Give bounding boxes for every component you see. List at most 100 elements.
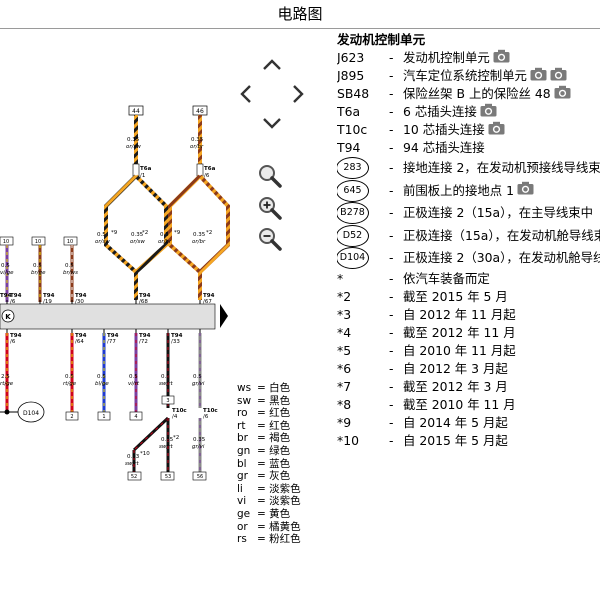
twisted-wire-or-br[interactable] bbox=[168, 174, 202, 300]
edge-connector-label: T94 bbox=[0, 293, 12, 299]
wire-color: sw/rt bbox=[159, 381, 173, 387]
wire-gauge: 0.5 bbox=[160, 232, 169, 238]
wire-gauge: 0.5 bbox=[193, 374, 202, 380]
component-description: 前围板上的接地点 1 bbox=[403, 180, 534, 203]
row-dash: - bbox=[389, 205, 394, 220]
terminal-box[interactable] bbox=[160, 471, 175, 481]
terminal-box[interactable] bbox=[65, 411, 79, 421]
pan-left-icon[interactable] bbox=[235, 83, 257, 105]
wire-gauge: 0.5 bbox=[65, 374, 74, 380]
wire-color: gr/vi bbox=[192, 444, 205, 450]
row-dash: - bbox=[389, 140, 394, 155]
wire-color: br/ws bbox=[63, 270, 78, 276]
legend-row: bl= 蓝色 bbox=[237, 458, 332, 471]
component-code: *8 bbox=[337, 396, 352, 412]
legend-equals: = bbox=[257, 432, 270, 445]
legend-equals: = bbox=[257, 444, 270, 457]
wire-color: rt/ge bbox=[0, 381, 14, 387]
ecu-bar-j623[interactable] bbox=[0, 303, 216, 330]
component-code: *2 bbox=[337, 288, 352, 304]
wire-gauge: 0.13 bbox=[127, 454, 140, 460]
wiring-diagram[interactable]: 44 46 0.35 or/sw 0.35 or/br T6a /1 T6a /… bbox=[0, 30, 232, 490]
terminal-label: 3 bbox=[166, 398, 169, 404]
legend-abbr: rt bbox=[237, 419, 246, 432]
component-description: 发动机控制单元 bbox=[403, 49, 510, 68]
ground-point-d104[interactable] bbox=[17, 401, 45, 423]
component-code: *7 bbox=[337, 378, 352, 394]
component-code: *9 bbox=[337, 414, 352, 430]
camera-icon[interactable] bbox=[480, 103, 497, 122]
camera-icon[interactable] bbox=[554, 85, 571, 104]
component-description-text: 发动机控制单元 bbox=[403, 50, 490, 65]
component-description: 正极连接 2（15a），在主导线束中 bbox=[403, 202, 593, 225]
twisted-wire-or-sw[interactable] bbox=[134, 174, 168, 274]
camera-icon[interactable] bbox=[530, 67, 547, 86]
connector-pin: /67 bbox=[203, 299, 212, 305]
wire-color: bl/ge bbox=[95, 381, 109, 387]
twisted-wire-or-br[interactable] bbox=[198, 174, 230, 274]
legend-equals: = bbox=[257, 407, 270, 420]
fuse-label: 10 bbox=[67, 239, 73, 245]
title-divider bbox=[0, 28, 600, 29]
connector-t6a[interactable] bbox=[132, 163, 140, 177]
component-description: 保险丝架 B 上的保险丝 48 bbox=[403, 85, 571, 104]
terminal-box[interactable] bbox=[127, 471, 142, 481]
component-description-text: 自 2012 年 11 月起 bbox=[403, 306, 516, 322]
component-row: *8-截至 2010 年 11 月 bbox=[337, 396, 600, 414]
legend-equals: = bbox=[257, 457, 270, 470]
terminal-box[interactable] bbox=[97, 411, 111, 421]
connector-label: T94 bbox=[107, 333, 119, 339]
camera-icon[interactable] bbox=[550, 67, 567, 86]
component-row: SB48-保险丝架 B 上的保险丝 48 bbox=[337, 85, 600, 103]
component-description: 自 2010 年 11 月起 bbox=[403, 342, 516, 360]
pan-up-icon[interactable] bbox=[261, 54, 283, 76]
connector-pin: /64 bbox=[75, 339, 84, 345]
component-code: *10 bbox=[337, 432, 359, 448]
edge-arrow-icon[interactable] bbox=[220, 304, 228, 328]
component-description: 6 芯插头连接 bbox=[403, 103, 497, 122]
wire-color: sw/rt bbox=[159, 444, 173, 450]
legend-equals: = bbox=[257, 533, 270, 546]
terminal-box[interactable] bbox=[129, 411, 143, 421]
zoom-in-icon[interactable] bbox=[257, 195, 283, 221]
legend-abbr: gn bbox=[237, 444, 251, 457]
component-description-text: 截至 2012 年 11 月 bbox=[403, 324, 516, 340]
legend-equals: = bbox=[257, 419, 270, 432]
pan-right-icon[interactable] bbox=[287, 83, 309, 105]
camera-icon[interactable] bbox=[488, 121, 505, 140]
connector-pin: /6 bbox=[204, 173, 210, 179]
row-dash: - bbox=[389, 396, 394, 412]
connector-label: T10c bbox=[172, 408, 187, 414]
row-dash: - bbox=[389, 227, 394, 243]
terminal-box[interactable] bbox=[192, 471, 207, 481]
twisted-wire-or-sw[interactable] bbox=[104, 174, 138, 300]
terminal-box[interactable] bbox=[161, 395, 175, 405]
wire-color: or/sw bbox=[95, 239, 110, 245]
component-code: T94 bbox=[337, 140, 361, 155]
component-row: 645-前围板上的接地点 1 bbox=[337, 179, 600, 203]
row-dash: - bbox=[389, 342, 394, 358]
component-description-text: 汽车定位系统控制单元 bbox=[403, 68, 527, 83]
camera-icon[interactable] bbox=[517, 180, 534, 203]
pan-down-icon[interactable] bbox=[261, 112, 283, 134]
zoom-fit-icon[interactable] bbox=[257, 163, 283, 189]
row-dash: - bbox=[389, 104, 394, 119]
pan-controls bbox=[233, 52, 311, 138]
component-description: 10 芯插头连接 bbox=[403, 121, 505, 140]
wire-color: sw/rt bbox=[125, 461, 139, 467]
connector-pin: /68 bbox=[139, 299, 148, 305]
connector-t6a[interactable] bbox=[196, 163, 204, 177]
component-description-text: 正极连接 2（15a），在主导线束中 bbox=[403, 205, 594, 220]
zoom-out-icon[interactable] bbox=[257, 226, 283, 252]
camera-icon[interactable] bbox=[493, 49, 510, 68]
wire-sw-rt-diag-stripe bbox=[133, 417, 169, 451]
wire-color: or/sw bbox=[130, 239, 145, 245]
wire-note: *9 bbox=[111, 230, 118, 236]
connector-pin: /30 bbox=[75, 299, 84, 305]
wire-note: *2 bbox=[206, 230, 212, 236]
row-dash: - bbox=[389, 360, 394, 376]
component-description-text: 正极连接（15a），在发动机舱导线束中 bbox=[403, 227, 600, 243]
wire-gauge: 0.35 bbox=[161, 437, 174, 443]
